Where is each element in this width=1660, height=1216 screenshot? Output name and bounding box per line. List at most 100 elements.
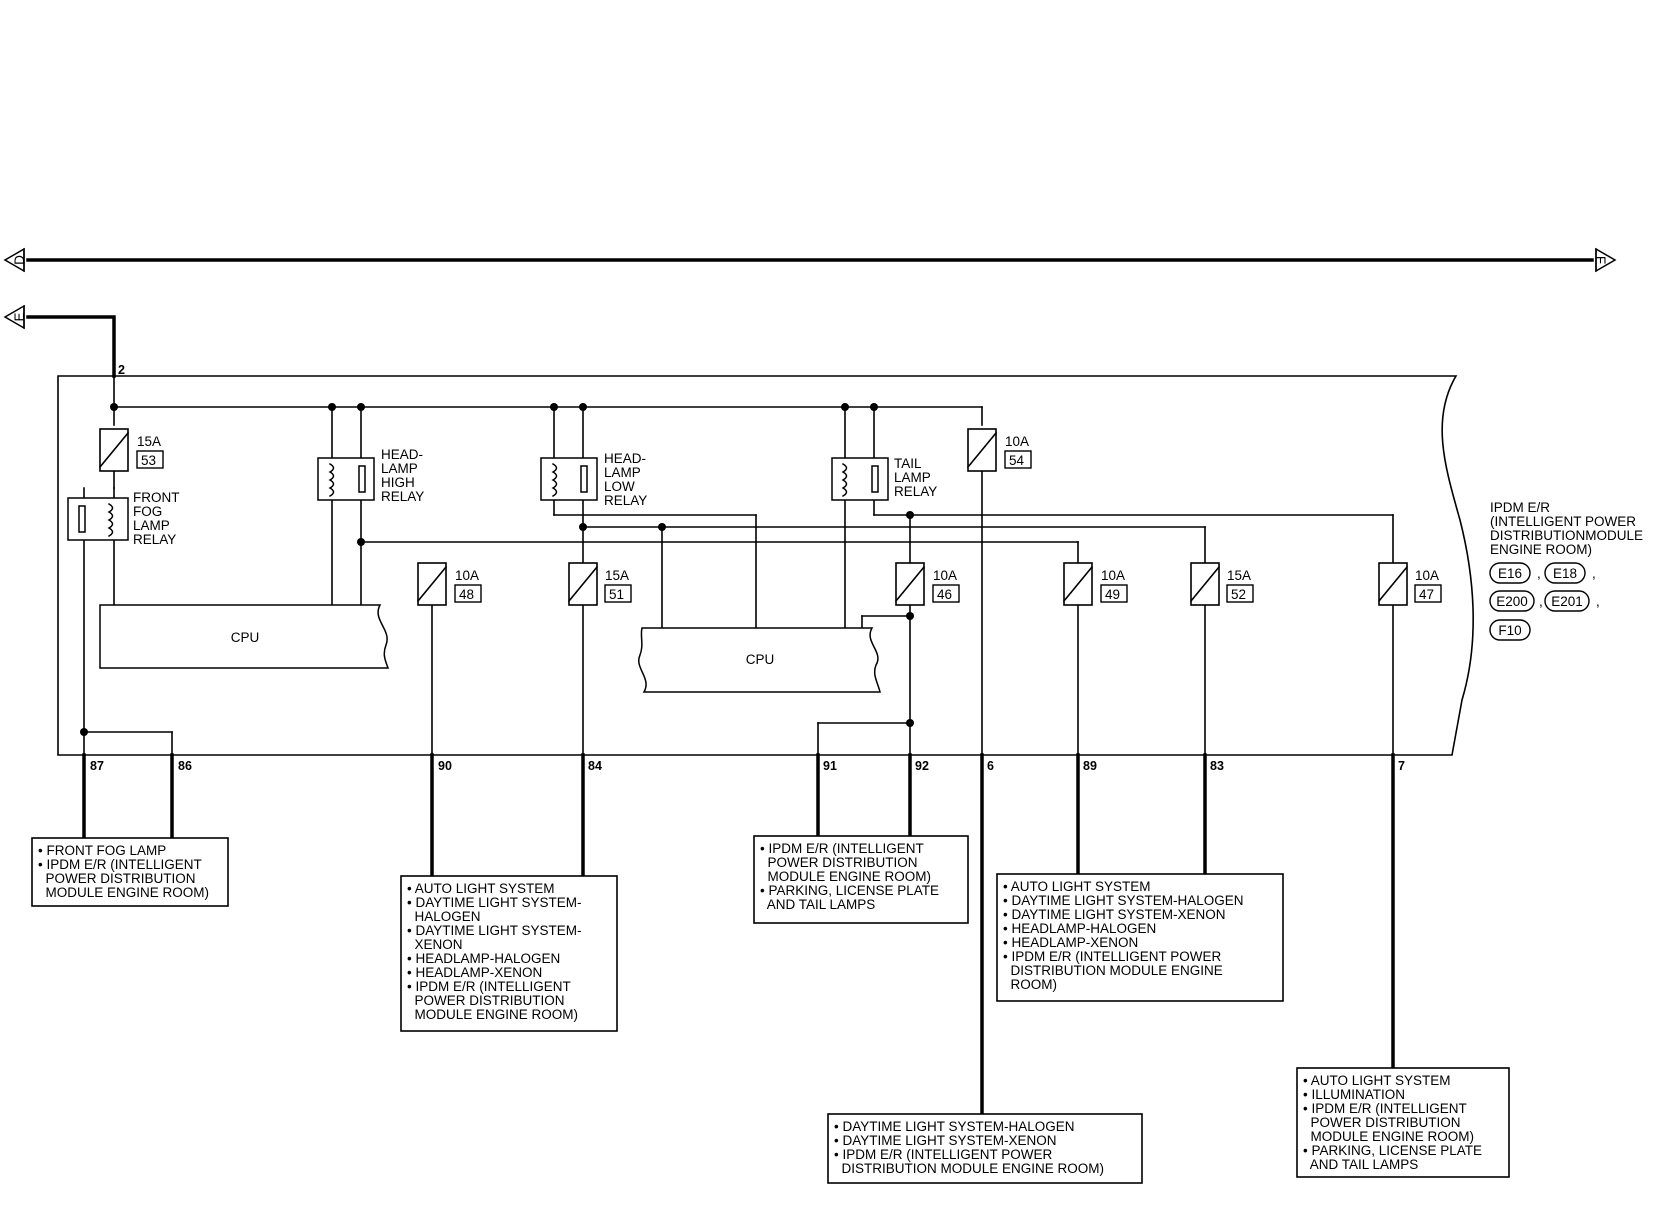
- svg-text:• DAYTIME LIGHT SYSTEM-HALOGEN: • DAYTIME LIGHT SYSTEM-HALOGEN: [834, 1119, 1075, 1134]
- svg-text:• IPDM E/R (INTELLIGENT POWER: • IPDM E/R (INTELLIGENT POWER: [834, 1147, 1053, 1162]
- svg-text:• PARKING, LICENSE PLATE: • PARKING, LICENSE PLATE: [1303, 1143, 1482, 1158]
- destination-box-7: [1296, 1067, 1510, 1178]
- svg-text:,: ,: [1592, 566, 1596, 581]
- fuse-52-rating: 15A: [1227, 568, 1251, 583]
- feed-pin-label: 2: [118, 363, 125, 377]
- svg-text:FOG: FOG: [133, 504, 162, 519]
- svg-text:HEAD-: HEAD-: [604, 451, 646, 466]
- destination-text-91-92: • IPDM E/R (INTELLIGENT POWER DISTRIBUTI…: [760, 841, 939, 912]
- destination-text-89-83: • AUTO LIGHT SYSTEM • DAYTIME LIGHT SYST…: [1003, 879, 1244, 992]
- svg-text:DISTRIBUTIONMODULE: DISTRIBUTIONMODULE: [1490, 528, 1643, 543]
- cpu-label-left: CPU: [231, 630, 260, 645]
- bus-d-f: [3, 247, 1617, 273]
- fuse-53-rating: 15A: [137, 434, 161, 449]
- svg-text:HALOGEN: HALOGEN: [407, 909, 481, 924]
- destination-text-7: • AUTO LIGHT SYSTEM • ILLUMINATION • IPD…: [1303, 1073, 1482, 1172]
- svg-text:• HEADLAMP-HALOGEN: • HEADLAMP-HALOGEN: [407, 951, 560, 966]
- fuse-49-rating: 10A: [1101, 568, 1125, 583]
- svg-text:• IPDM E/R (INTELLIGENT POWER: • IPDM E/R (INTELLIGENT POWER: [1003, 949, 1222, 964]
- svg-text:LAMP: LAMP: [381, 461, 418, 476]
- svg-text:LAMP: LAMP: [133, 518, 170, 533]
- svg-text:MODULE ENGINE ROOM): MODULE ENGINE ROOM): [407, 1007, 578, 1022]
- fuse-51-rating: 15A: [605, 568, 629, 583]
- fuse-49-number: 49: [1105, 587, 1120, 602]
- svg-text:E16: E16: [1498, 566, 1522, 581]
- tail-relay-label: TAIL LAMP RELAY: [894, 456, 937, 499]
- svg-text:• HEADLAMP-XENON: • HEADLAMP-XENON: [1003, 935, 1138, 950]
- svg-text:• ILLUMINATION: • ILLUMINATION: [1303, 1087, 1405, 1102]
- svg-text:LAMP: LAMP: [894, 470, 931, 485]
- terminal-87: 87: [90, 759, 104, 773]
- svg-text:POWER DISTRIBUTION: POWER DISTRIBUTION: [38, 871, 196, 886]
- svg-text:RELAY: RELAY: [381, 489, 424, 504]
- svg-text:• IPDM E/R (INTELLIGENT: • IPDM E/R (INTELLIGENT: [760, 841, 924, 856]
- high-relay-label: HEAD- LAMP HIGH RELAY: [381, 447, 424, 504]
- junction-dots: [80, 403, 914, 736]
- fuse-51: [567, 562, 599, 606]
- svg-text:,: ,: [1539, 594, 1543, 609]
- svg-text:• FRONT FOG LAMP: • FRONT FOG LAMP: [38, 843, 166, 858]
- svg-text:RELAY: RELAY: [894, 484, 937, 499]
- svg-text:• AUTO LIGHT SYSTEM: • AUTO LIGHT SYSTEM: [407, 881, 555, 896]
- svg-text:E18: E18: [1553, 566, 1577, 581]
- low-relay-label: HEAD- LAMP LOW RELAY: [604, 451, 647, 508]
- svg-text:F10: F10: [1498, 623, 1521, 638]
- fuse-48-number: 48: [459, 587, 474, 602]
- svg-text:XENON: XENON: [407, 937, 463, 952]
- fuse-46: [894, 562, 926, 606]
- destination-text-90-84: • AUTO LIGHT SYSTEM • DAYTIME LIGHT SYST…: [407, 881, 582, 1022]
- svg-text:HIGH: HIGH: [381, 475, 415, 490]
- fuse-53: [98, 428, 130, 472]
- fuse-49: [1062, 562, 1094, 606]
- arrow-label-f: F: [1593, 256, 1608, 264]
- fuse-48-rating: 10A: [455, 568, 479, 583]
- ipdm-module-outline: [57, 375, 1474, 756]
- arrow-label-d: D: [12, 255, 27, 265]
- svg-text:• DAYTIME LIGHT SYSTEM-XENON: • DAYTIME LIGHT SYSTEM-XENON: [1003, 907, 1226, 922]
- module-connectors: E16 , E18 , E200 , E201 , F10: [1496, 566, 1600, 638]
- svg-text:• IPDM E/R (INTELLIGENT: • IPDM E/R (INTELLIGENT: [38, 857, 202, 872]
- cpu-block-right: [638, 627, 881, 693]
- svg-text:TAIL: TAIL: [894, 456, 922, 471]
- fuse-52: [1189, 562, 1221, 606]
- destination-box-90-84: [400, 875, 618, 1032]
- terminal-7: 7: [1398, 759, 1405, 773]
- svg-text:IPDM E/R: IPDM E/R: [1490, 500, 1550, 515]
- svg-text:• IPDM E/R (INTELLIGENT: • IPDM E/R (INTELLIGENT: [407, 979, 571, 994]
- svg-text:MODULE ENGINE ROOM): MODULE ENGINE ROOM): [760, 869, 931, 884]
- svg-text:MODULE ENGINE ROOM): MODULE ENGINE ROOM): [1303, 1129, 1474, 1144]
- svg-text:AND TAIL LAMPS: AND TAIL LAMPS: [1303, 1157, 1418, 1172]
- fuse-47: [1377, 562, 1409, 606]
- cpu-block-left: [99, 604, 390, 669]
- svg-text:LOW: LOW: [604, 479, 635, 494]
- svg-text:• AUTO LIGHT SYSTEM: • AUTO LIGHT SYSTEM: [1303, 1073, 1451, 1088]
- destination-text-fog: • FRONT FOG LAMP • IPDM E/R (INTELLIGENT…: [38, 843, 209, 900]
- svg-text:LAMP: LAMP: [604, 465, 641, 480]
- fuse-51-number: 51: [609, 587, 624, 602]
- fuse-46-rating: 10A: [933, 568, 957, 583]
- svg-text:• AUTO LIGHT SYSTEM: • AUTO LIGHT SYSTEM: [1003, 879, 1151, 894]
- svg-text:• DAYTIME LIGHT SYSTEM-: • DAYTIME LIGHT SYSTEM-: [407, 923, 582, 938]
- svg-text:(INTELLIGENT POWER: (INTELLIGENT POWER: [1490, 514, 1636, 529]
- terminal-83: 83: [1210, 759, 1224, 773]
- terminal-91: 91: [823, 759, 837, 773]
- svg-text:POWER DISTRIBUTION: POWER DISTRIBUTION: [1303, 1115, 1461, 1130]
- terminal-89: 89: [1083, 759, 1097, 773]
- svg-text:• HEADLAMP-HALOGEN: • HEADLAMP-HALOGEN: [1003, 921, 1156, 936]
- svg-text:• HEADLAMP-XENON: • HEADLAMP-XENON: [407, 965, 542, 980]
- module-title: IPDM E/R (INTELLIGENT POWER DISTRIBUTION…: [1490, 500, 1643, 557]
- svg-text:• PARKING, LICENSE PLATE: • PARKING, LICENSE PLATE: [760, 883, 939, 898]
- headlamp-high-relay: [317, 457, 375, 501]
- destination-box-89-83: [996, 873, 1284, 1002]
- fuse-47-number: 47: [1419, 587, 1434, 602]
- svg-text:ROOM): ROOM): [1003, 977, 1057, 992]
- fuse-47-rating: 10A: [1415, 568, 1439, 583]
- svg-text:POWER DISTRIBUTION: POWER DISTRIBUTION: [760, 855, 918, 870]
- destination-box-fog: [31, 837, 229, 907]
- svg-text:HEAD-: HEAD-: [381, 447, 423, 462]
- svg-text:DISTRIBUTION MODULE ENGINE ROO: DISTRIBUTION MODULE ENGINE ROOM): [834, 1161, 1104, 1176]
- feed-e: [3, 304, 116, 378]
- destination-box-91-92: [753, 835, 969, 924]
- fuse-48: [416, 562, 448, 606]
